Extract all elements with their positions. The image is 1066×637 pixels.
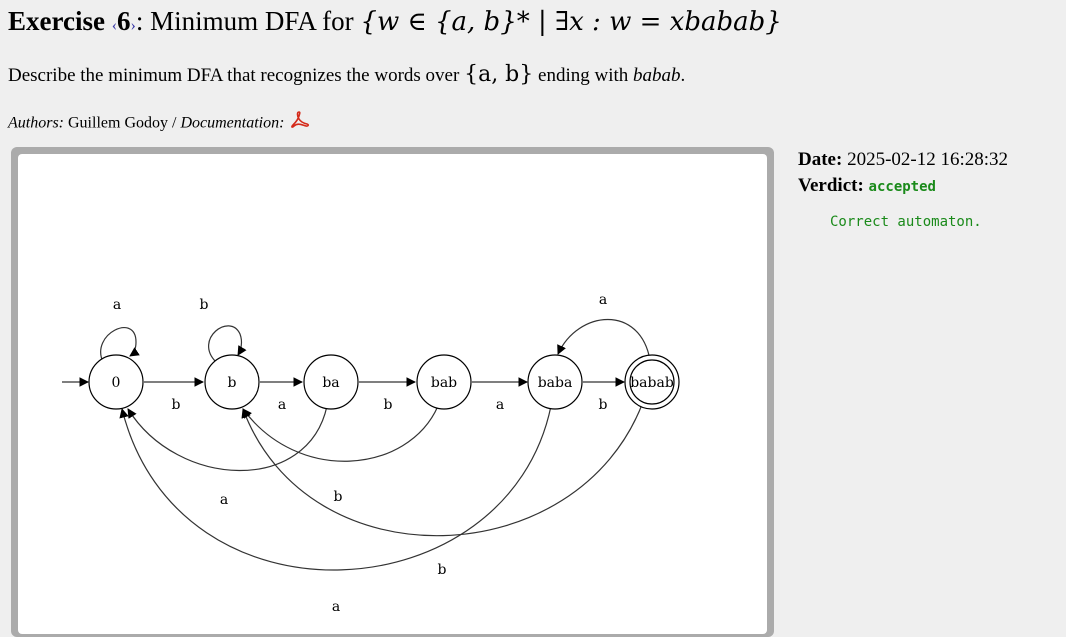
authors-line: Authors: Guillem Godoy / Documentation: bbox=[8, 110, 310, 138]
label-edge-babab-b: b bbox=[438, 562, 447, 578]
automaton-canvas: 0 b ba bab baba babab a b b a b a b a a … bbox=[18, 154, 767, 634]
author-name: Guillem Godoy bbox=[68, 114, 168, 132]
authors-separator: / bbox=[172, 114, 177, 132]
automaton-panel: 0 b ba bab baba babab a b b a b a b a a … bbox=[11, 147, 774, 637]
description-period: . bbox=[680, 65, 686, 86]
description-text: Describe the minimum DFA that recognizes… bbox=[8, 65, 460, 86]
verdict-row: Verdict: accepted bbox=[798, 173, 1008, 200]
state-0 bbox=[88, 354, 144, 410]
label-edge-baba-babab: b bbox=[599, 397, 608, 413]
state-baba bbox=[527, 354, 583, 410]
label-edge-bab-b: b bbox=[334, 489, 343, 505]
state-label-ba: ba bbox=[322, 375, 339, 391]
edge-babab-baba bbox=[557, 319, 651, 361]
dfa-diagram: 0 b ba bab baba babab a b b a b a b a a … bbox=[62, 292, 680, 615]
label-edge-babab-baba: a bbox=[599, 292, 607, 308]
exercise-description: Describe the minimum DFA that recognizes… bbox=[8, 60, 685, 91]
date-value: 2025-02-12 16:28:32 bbox=[847, 149, 1009, 170]
submission-info: Date: 2025-02-12 16:28:32 Verdict: accep… bbox=[798, 147, 1008, 200]
label-loop-b-b: b bbox=[200, 297, 209, 313]
title-text: : Minimum DFA for bbox=[135, 6, 354, 36]
label-edge-bab-baba: a bbox=[496, 397, 504, 413]
next-exercise-link[interactable]: › bbox=[130, 17, 136, 34]
state-label-0: 0 bbox=[112, 375, 121, 391]
verdict-value: accepted bbox=[868, 179, 936, 195]
state-label-baba: baba bbox=[538, 375, 573, 391]
state-b bbox=[204, 354, 260, 410]
verdict-message: Correct automaton. bbox=[830, 214, 982, 230]
documentation-label: Documentation: bbox=[180, 114, 285, 132]
pdf-icon[interactable] bbox=[290, 110, 310, 138]
label-edge-baba-0: a bbox=[332, 599, 340, 615]
description-text-middle: ending with bbox=[538, 65, 629, 86]
target-word: babab bbox=[633, 65, 681, 86]
verdict-label: Verdict: bbox=[798, 175, 864, 196]
edge-babab-b bbox=[241, 401, 644, 537]
loop-b-b bbox=[208, 325, 247, 363]
title-math: {w ∈ {a, b}* | ∃x : w = xbabab} bbox=[360, 7, 782, 37]
state-babab-inner bbox=[629, 359, 675, 405]
exercise-label: Exercise bbox=[8, 6, 105, 36]
edge-ba-0 bbox=[127, 405, 328, 472]
label-edge-0-b: b bbox=[172, 397, 181, 413]
state-label-bab: bab bbox=[431, 375, 457, 391]
label-edge-ba-bab: b bbox=[384, 397, 393, 413]
edge-baba-0 bbox=[119, 405, 552, 571]
exercise-number: 6 bbox=[117, 6, 131, 36]
state-label-babab: babab bbox=[630, 375, 674, 391]
state-bab bbox=[416, 354, 472, 410]
authors-label: Authors: bbox=[8, 114, 64, 132]
date-label: Date: bbox=[798, 149, 843, 170]
prev-exercise-link[interactable]: ‹ bbox=[111, 17, 118, 34]
label-edge-ba-0: a bbox=[220, 492, 228, 508]
state-ba bbox=[303, 354, 359, 410]
label-loop-0-a: a bbox=[113, 297, 121, 313]
date-row: Date: 2025-02-12 16:28:32 bbox=[798, 147, 1008, 173]
exercise-title: Exercise ‹6›: Minimum DFA for {w ∈ {a, b… bbox=[8, 2, 782, 45]
edge-bab-b bbox=[242, 405, 439, 462]
state-label-b: b bbox=[228, 375, 237, 391]
loop-0-a bbox=[100, 327, 140, 363]
alphabet-math: {a, b} bbox=[464, 62, 534, 87]
label-edge-b-ba: a bbox=[278, 397, 286, 413]
